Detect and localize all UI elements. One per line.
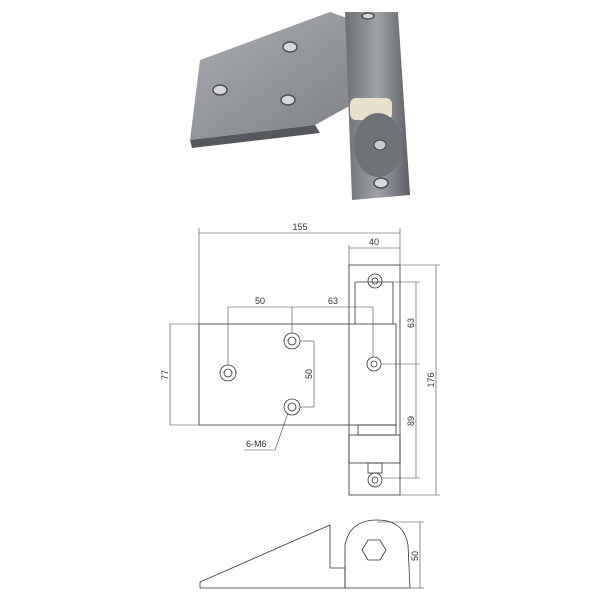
mounting-holes [212, 12, 389, 189]
front-view: 155 40 50 63 50 77 63 89 176 6-M6 [160, 222, 440, 496]
holes [219, 273, 383, 488]
dim-side-height: 50 [410, 551, 420, 561]
dim-upper-vertical: 63 [406, 318, 416, 328]
dim-overall-height: 176 [426, 372, 436, 387]
dim-overall-width: 155 [292, 222, 307, 232]
dim-hole-spacing-left: 50 [255, 296, 265, 306]
dim-hole-spacing-vertical: 50 [304, 369, 314, 379]
hinge-3d-render [190, 12, 410, 200]
dim-leaf-width: 40 [369, 237, 379, 247]
dim-plate-height: 77 [160, 370, 170, 380]
hole-callout: 6-M6 [246, 439, 267, 449]
side-view: 50 [199, 519, 424, 589]
dim-hole-spacing-right: 63 [328, 296, 338, 306]
dim-lower-vertical: 89 [406, 416, 416, 426]
